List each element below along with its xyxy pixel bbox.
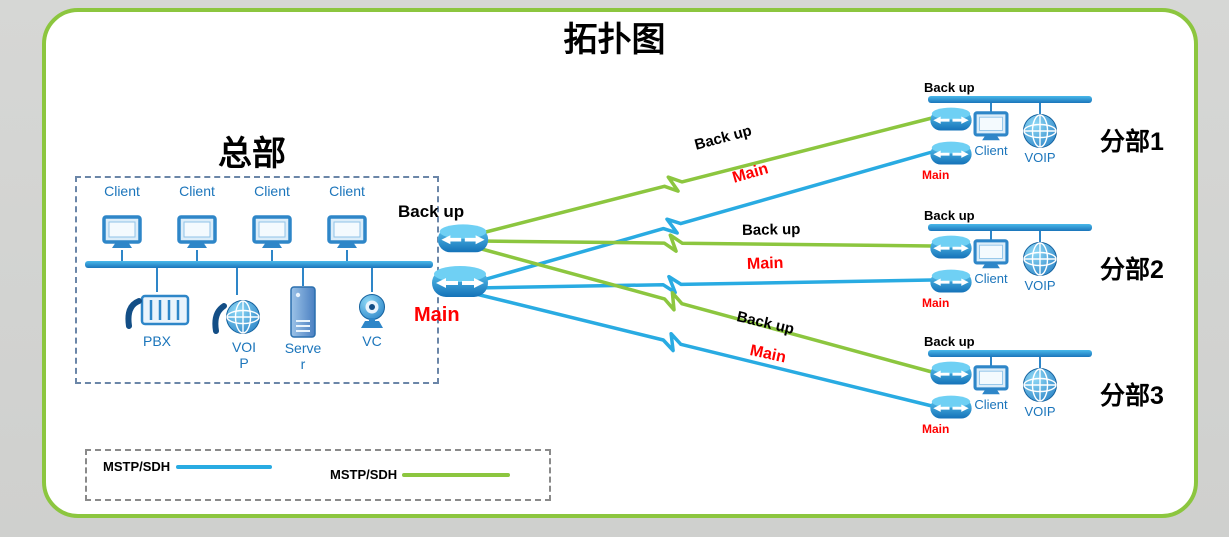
voip-label: VOIP xyxy=(1024,278,1056,293)
pbx-icon xyxy=(124,292,190,332)
pbx-label: PBX xyxy=(142,333,171,349)
client-label: Client xyxy=(974,271,1008,286)
voip-globe-icon xyxy=(1022,367,1058,403)
connector-line xyxy=(371,268,373,292)
client-label: Client xyxy=(974,143,1008,158)
branch-backup-label: Back up xyxy=(924,208,975,223)
connector-line xyxy=(1039,231,1041,242)
branch-name: 分部3 xyxy=(1100,382,1164,410)
main-router-icon xyxy=(928,266,974,294)
main-router-icon xyxy=(430,258,490,302)
connector-line xyxy=(990,357,992,366)
server-label: Server xyxy=(284,340,322,372)
connector-line xyxy=(156,268,158,292)
branch-3: Back up Main Client VOIP 分部3 xyxy=(920,334,1225,454)
client-label: Client xyxy=(974,397,1008,412)
connector-line xyxy=(236,268,238,295)
branch-main-label: Main xyxy=(922,168,950,182)
branch-main-label: Main xyxy=(922,422,950,436)
branch-lan-bus xyxy=(928,96,1092,103)
legend-box xyxy=(85,449,551,501)
legend-label-mstp-blue: MSTP/SDH xyxy=(103,459,171,474)
connector-line xyxy=(121,250,123,262)
legend-line-blue xyxy=(176,465,272,469)
client-label: Client xyxy=(104,183,140,199)
client-label: Client xyxy=(329,183,365,199)
client-computer-icon xyxy=(326,215,368,250)
branch-backup-label: Back up xyxy=(924,80,975,95)
branch-name: 分部2 xyxy=(1100,256,1164,284)
branch-lan-bus xyxy=(928,350,1092,357)
branch-1: Back up Main Client VOIP 分部1 xyxy=(920,80,1225,200)
vc-camera-icon xyxy=(352,292,392,332)
client-computer-icon xyxy=(972,365,1010,396)
branch-2: Back up Main Client VOIP 分部2 xyxy=(920,208,1225,328)
backup-router-icon xyxy=(928,232,974,260)
voip-label: VOIP xyxy=(231,339,257,371)
connector-line xyxy=(1039,357,1041,368)
connector-line xyxy=(271,250,273,262)
backup-router-icon xyxy=(928,358,974,386)
main-router-icon xyxy=(928,138,974,166)
link-label-backup-2: Back up xyxy=(741,220,801,239)
branch-main-label: Main xyxy=(922,296,950,310)
voip-globe-icon xyxy=(1022,113,1058,149)
branch-backup-label: Back up xyxy=(924,334,975,349)
backup-router-icon xyxy=(436,218,490,256)
branch-lan-bus xyxy=(928,224,1092,231)
main-router-icon xyxy=(928,392,974,420)
branch-name: 分部1 xyxy=(1100,128,1164,156)
connector-line xyxy=(196,250,198,262)
vc-label: VC xyxy=(362,333,382,349)
voip-label: VOIP xyxy=(1024,404,1056,419)
link-label-main-2: Main xyxy=(746,254,784,273)
voip-label: VOIP xyxy=(1024,150,1056,165)
legend-line-green xyxy=(402,473,510,477)
voip-globe-icon xyxy=(212,295,262,337)
client-computer-icon xyxy=(176,215,218,250)
connector-line xyxy=(1039,103,1041,114)
client-computer-icon xyxy=(972,111,1010,142)
client-computer-icon xyxy=(101,215,143,250)
client-computer-icon xyxy=(251,215,293,250)
backup-router-icon xyxy=(928,104,974,132)
server-icon xyxy=(289,285,317,339)
connector-line xyxy=(346,250,348,262)
client-label: Client xyxy=(179,183,215,199)
client-computer-icon xyxy=(972,239,1010,270)
voip-globe-icon xyxy=(1022,241,1058,277)
hq-lan-bus xyxy=(85,261,433,268)
legend-label-mstp-green: MSTP/SDH xyxy=(330,467,398,482)
hq-main-router-label: Main xyxy=(414,304,460,326)
connector-line xyxy=(990,231,992,240)
client-label: Client xyxy=(254,183,290,199)
hq-title: 总部 xyxy=(218,135,286,173)
diagram-title: 拓扑图 xyxy=(563,21,666,59)
connector-line xyxy=(302,268,304,286)
connector-line xyxy=(990,103,992,112)
hq-backup-router-label: Back up xyxy=(398,202,465,221)
